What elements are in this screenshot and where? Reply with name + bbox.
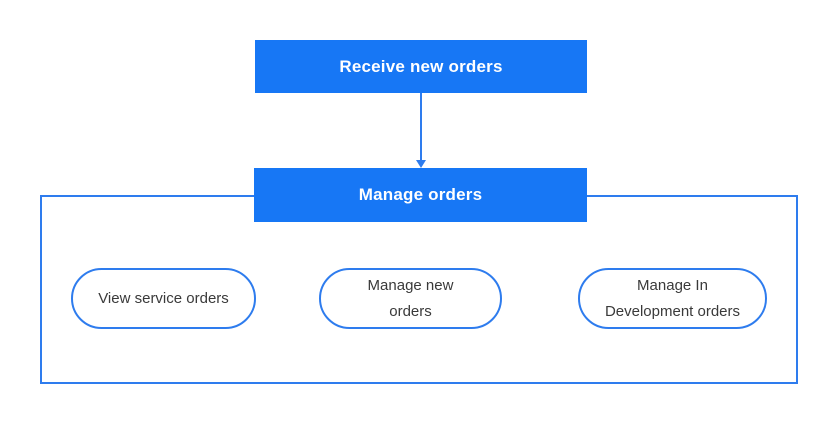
pill-label: Manage In Development orders <box>604 276 741 320</box>
arrowhead-down-icon <box>416 160 426 168</box>
pill-manage-in-development-orders[interactable]: Manage In Development orders <box>578 268 767 329</box>
pill-manage-new-orders[interactable]: Manage new orders <box>319 268 502 329</box>
pill-label: Manage new orders <box>367 276 454 320</box>
pill-view-service-orders[interactable]: View service orders <box>71 268 256 329</box>
pill-label: View service orders <box>98 289 229 307</box>
connector-arrow <box>416 93 426 168</box>
node-label: Receive new orders <box>339 56 503 76</box>
node-manage-orders[interactable]: Manage orders <box>254 168 587 222</box>
node-label: Manage orders <box>358 185 483 204</box>
node-receive-new-orders[interactable]: Receive new orders <box>255 40 587 93</box>
